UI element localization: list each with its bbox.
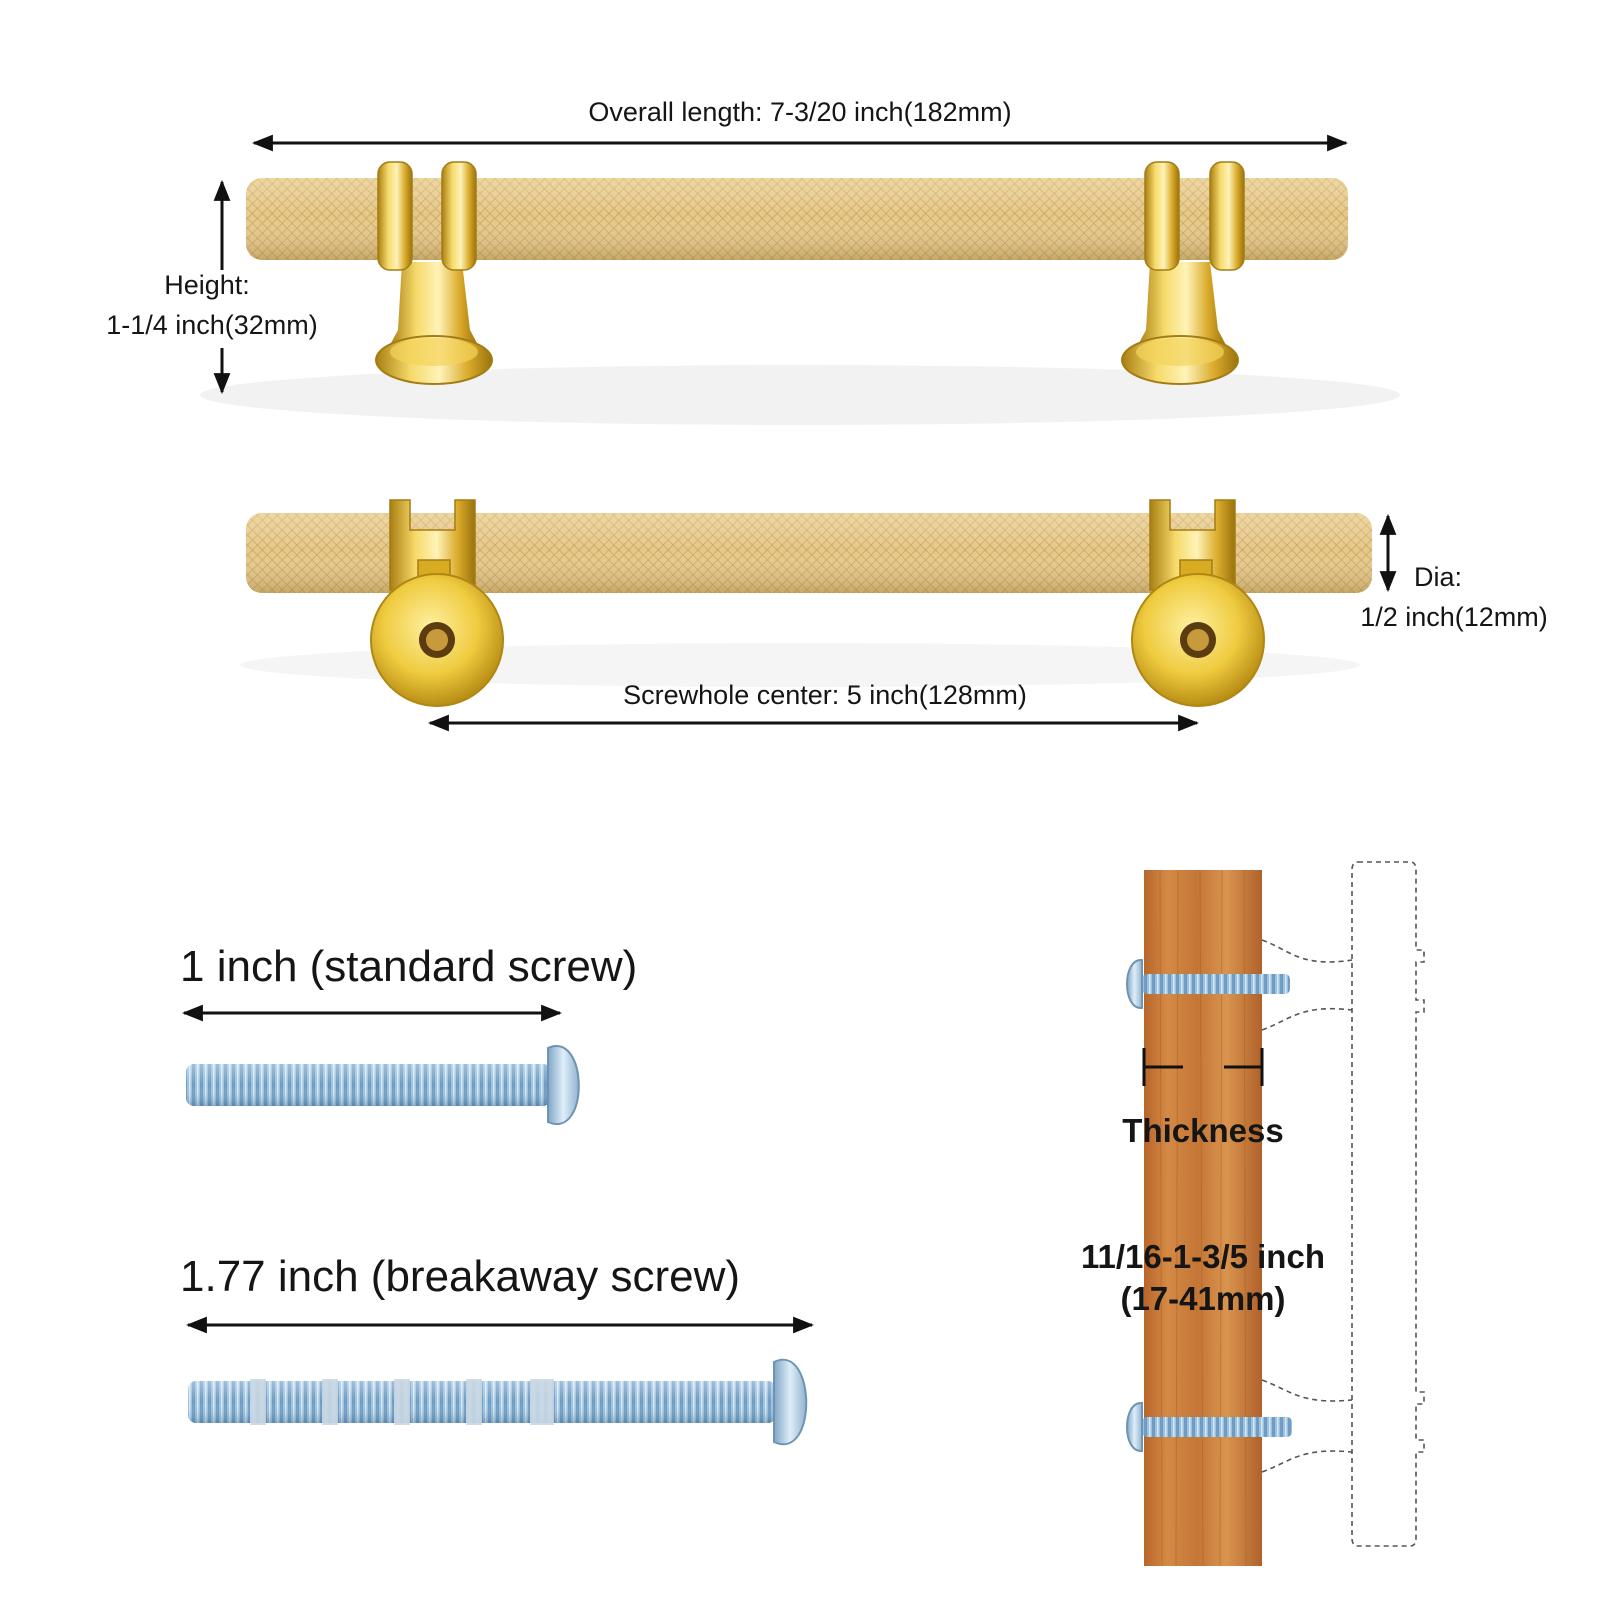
handle-top-view [240,499,1372,707]
handle-outline-dashed [1261,861,1425,1547]
installation-diagram [1126,861,1425,1567]
thickness-range-line1: 11/16-1-3/5 inch [1081,1238,1325,1275]
thickness-title-label: Thickness [1122,1112,1284,1149]
standard-screw [181,1004,580,1125]
handle-post-left [375,262,493,385]
overall-length-label: Overall length: 7-3/20 inch(182mm) [588,97,1012,127]
installed-screw-bottom [1126,1401,1292,1453]
handle-collar-left [377,161,477,271]
screw-base-right [1131,573,1265,707]
handle-collar-right [1144,161,1245,271]
installed-screw-top [1126,958,1290,1010]
dimension-arrows [213,134,1397,732]
breakaway-screw [185,1316,815,1446]
dia-title-label: Dia: [1413,562,1462,592]
thickness-range-line2: (17-41mm) [1120,1280,1286,1317]
breakaway-screw-label: 1.77 inch (breakaway screw) [180,1252,741,1301]
handle-post-right [1121,262,1239,385]
screwhole-center-label: Screwhole center: 5 inch(128mm) [623,680,1027,710]
standard-screw-label: 1 inch (standard screw) [180,942,638,991]
height-value-label: 1-1/4 inch(32mm) [106,310,318,340]
handle-side-view [200,161,1400,425]
thickness-bracket [1142,1048,1264,1086]
dia-value-label: 1/2 inch(12mm) [1360,602,1548,632]
height-title-label: Height: [164,270,250,300]
screw-base-left [370,573,504,707]
